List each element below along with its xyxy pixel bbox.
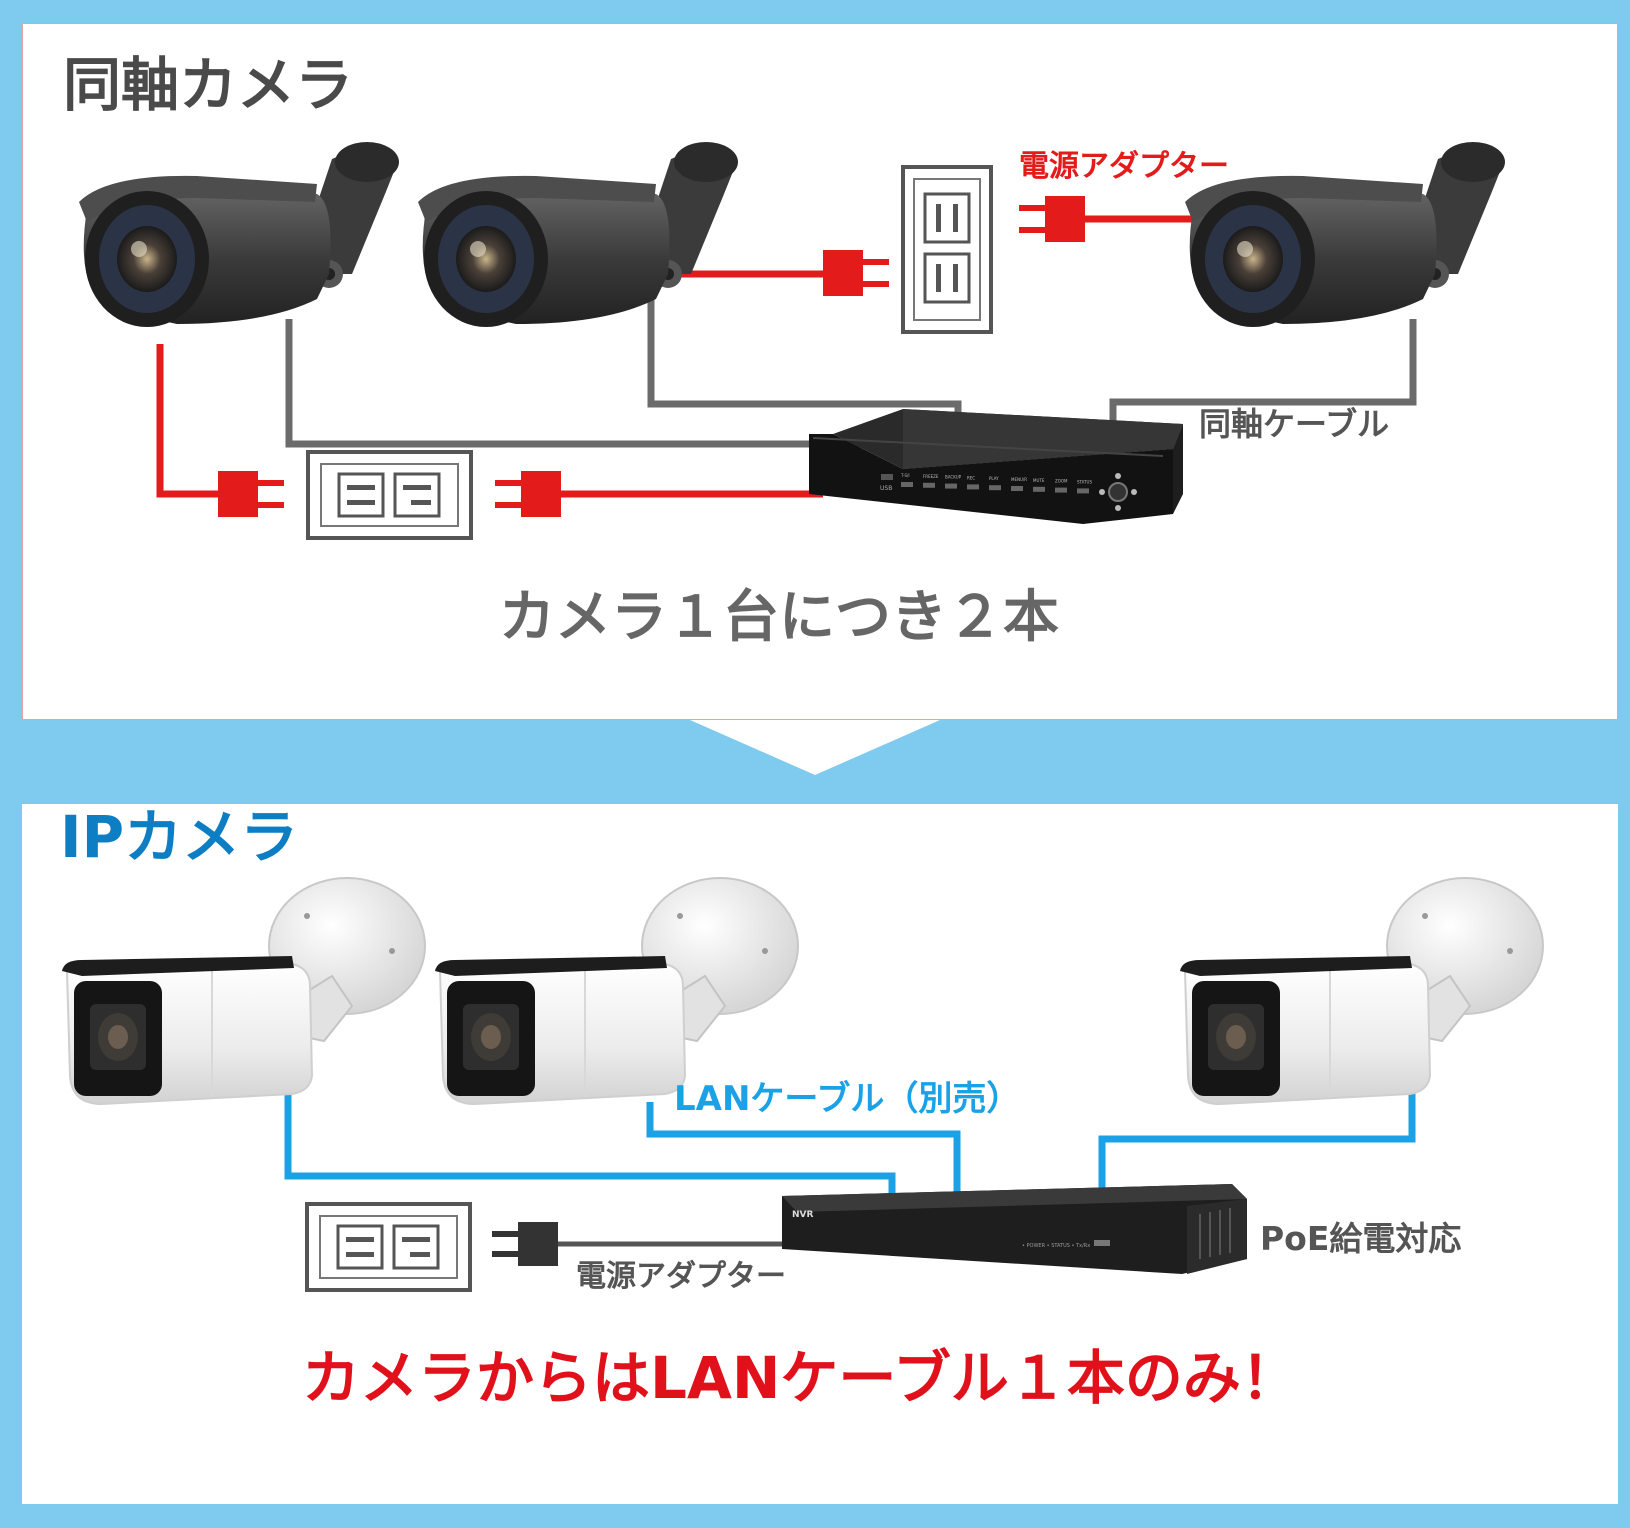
wall-outlet-icon [306,450,473,540]
ip-camera-2 [434,877,799,1105]
adapter-label: 電源アダプター [576,1259,786,1294]
nvr-recorder: NVR • POWER • STATUS • Tx/Rx [782,1184,1247,1274]
dvr-recorder: T-S/I FREEZE BACKUP REC PLAY MENU/R MUTE ZOOM ST… [809,409,1183,524]
dvr-usb-label: USB [880,485,892,492]
coax-camera-1 [79,142,399,327]
ip-camera-1 [61,877,426,1105]
plug-icon [1019,196,1085,242]
coax-caption: カメラ１台につき２本 [499,585,1059,650]
dvr-button-label: PLAY [989,476,999,481]
ip-title: IPカメラ [60,803,299,871]
poe-label: PoE給電対応 [1260,1219,1462,1258]
lan-cables [284,1059,1416,1204]
ip-diagram: NVR • POWER • STATUS • Tx/Rx [61,877,1544,1292]
ip-camera-3 [1179,877,1544,1105]
dvr-button-row: T-S/I FREEZE BACKUP REC PLAY MENU/R MUTE ZOOM ST… [900,473,1092,494]
wall-outlet-icon [305,1202,472,1292]
lan-cable-label: LANケーブル（別売） [674,1079,1021,1119]
plug-icon [495,471,561,517]
dvr-button-label: T-S/I [900,473,910,478]
dvr-button-label: REC [967,475,975,480]
dvr-button [1055,487,1067,493]
coax-cable-label: 同軸ケーブル [1199,405,1390,443]
dvr-button [945,483,957,489]
dvr-button-label: ZOOM [1055,479,1068,484]
power-cables [156,215,1193,498]
dvr-button [901,482,913,487]
dvr-button [923,482,935,488]
dvr-button-label: MENU/R [1011,477,1027,482]
dvr-button [1011,486,1023,491]
ip-caption: カメラからはLANケーブル１本のみ！ [302,1344,1299,1412]
nvr-badge: NVR [792,1210,813,1220]
dvr-button [1033,486,1045,492]
nvr-leds: • POWER • STATUS • Tx/Rx [1022,1243,1090,1249]
dvr-button-label: STATUS [1077,479,1092,484]
coax-camera-panel: T-S/I FREEZE BACKUP REC PLAY MENU/R MUTE ZOOM ST… [22,23,1618,720]
plug-icon [218,471,284,517]
plug-icon [492,1222,558,1266]
dvr-button-label: BACKUP [945,475,962,480]
usb-port-icon [1094,1240,1110,1246]
coax-title: 同軸カメラ [63,51,354,119]
coax-camera-3 [1185,142,1505,327]
dvr-button-label: MUTE [1033,478,1045,483]
adapter-label: 電源アダプター [1019,149,1229,184]
dvr-button [1077,488,1089,494]
wall-outlet-icon [901,165,993,334]
ip-camera-panel: NVR • POWER • STATUS • Tx/Rx IPカメラ LANケー… [22,804,1618,1504]
coax-diagram: T-S/I FREEZE BACKUP REC PLAY MENU/R MUTE ZOOM ST… [79,142,1505,540]
dvr-button [967,484,979,490]
dvr-button-label: FREEZE [923,474,939,479]
coax-camera-2 [418,142,738,327]
dvr-button [989,485,1001,491]
plug-icon [823,250,889,296]
